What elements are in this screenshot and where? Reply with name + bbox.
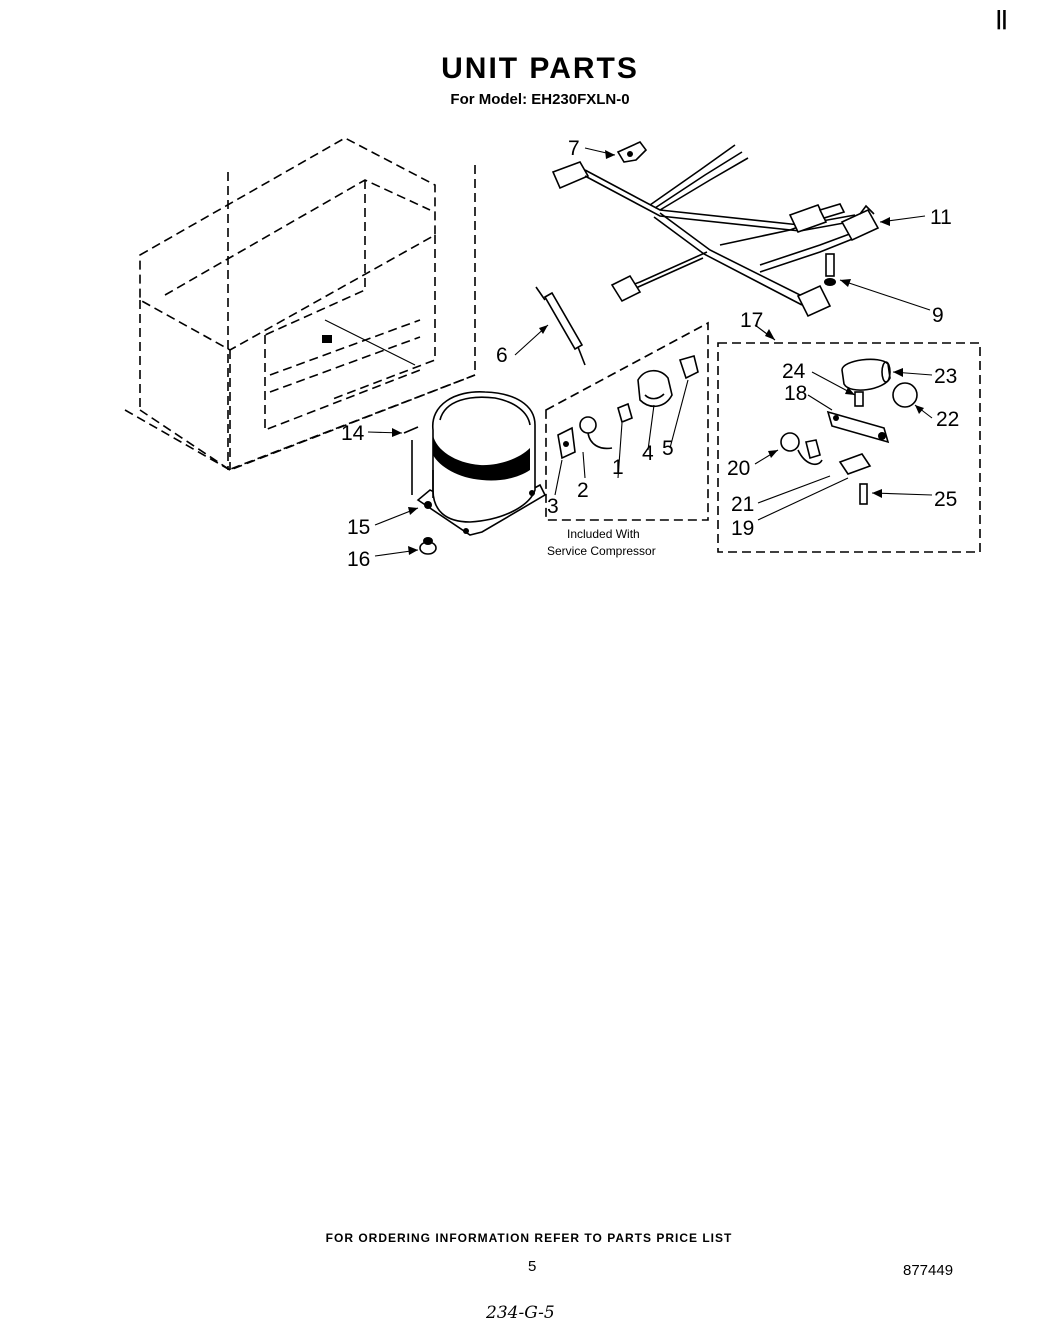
label-part-14: 14	[341, 422, 365, 445]
corner-mark: ||	[996, 8, 1008, 30]
wiring-harness	[551, 144, 856, 318]
label-part-4: 4	[642, 442, 654, 465]
cabinet-base-outline	[124, 137, 476, 471]
model-subtitle: For Model: EH230FXLN-0	[450, 91, 630, 108]
label-part-5: 5	[662, 437, 674, 460]
ordering-info: FOR ORDERING INFORMATION REFER TO PARTS …	[325, 1231, 733, 1245]
handwritten-note: 234-G-5	[486, 1303, 555, 1323]
compressor	[416, 391, 547, 536]
label-part-11: 11	[930, 206, 952, 229]
label-part-25: 25	[934, 488, 957, 511]
label-part-15: 15	[347, 516, 370, 539]
service-note-line-1: Included With	[567, 527, 640, 541]
label-part-16: 16	[347, 548, 370, 571]
label-part-7: 7	[568, 137, 580, 160]
label-part-22: 22	[936, 408, 959, 431]
part-number-labels: 7 11 9 6 14 15 16 3 2 1 4 5 17 24 18 23 …	[341, 137, 959, 571]
label-part-20: 20	[727, 457, 750, 480]
label-part-2: 2	[577, 479, 589, 502]
label-part-9: 9	[932, 304, 944, 327]
label-part-1: 1	[612, 456, 624, 479]
service-compressor-kit-box	[545, 321, 709, 521]
part-7-clip	[616, 141, 648, 163]
part-14-clip	[403, 426, 419, 495]
label-part-17: 17	[740, 309, 763, 332]
label-part-3: 3	[547, 495, 559, 518]
label-part-23: 23	[934, 365, 957, 388]
label-part-21: 21	[731, 493, 754, 516]
document-number: 877449	[903, 1262, 954, 1279]
part-16-grommet	[419, 537, 437, 555]
page-number: 5	[528, 1258, 537, 1275]
label-part-18: 18	[784, 382, 807, 405]
start-relay-kit-box	[717, 342, 981, 553]
page-title: UNIT PARTS	[441, 52, 639, 85]
part-9-screw	[824, 253, 836, 286]
label-part-6: 6	[496, 344, 508, 367]
service-note-line-2: Service Compressor	[547, 544, 656, 558]
part-11-connector	[840, 204, 880, 242]
label-part-19: 19	[731, 517, 754, 540]
label-part-24: 24	[782, 360, 806, 383]
leader-lines	[367, 147, 933, 557]
part-6-drier	[535, 286, 586, 366]
